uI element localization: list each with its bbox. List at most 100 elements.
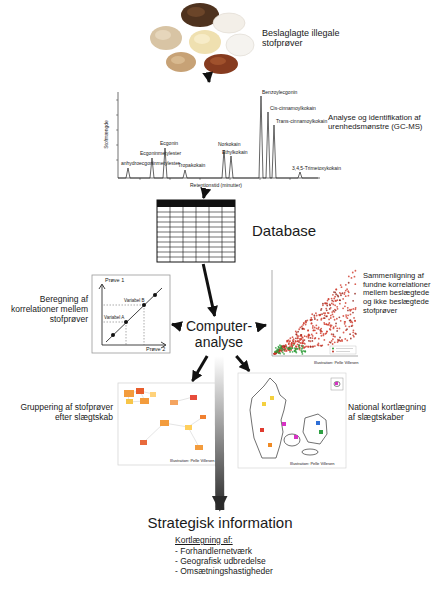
scatter-point	[354, 276, 356, 278]
scatter-point	[334, 296, 336, 298]
scatter-point	[305, 320, 307, 322]
powder-photo-part	[150, 26, 182, 50]
denmark-map-part	[319, 430, 323, 434]
scatter-point	[352, 308, 354, 310]
scatter-point	[316, 319, 318, 321]
node-body: Kortlægning af:	[175, 536, 315, 546]
powder-photo-part	[155, 30, 171, 40]
scatter-point	[352, 300, 354, 302]
scatter-point	[311, 313, 313, 315]
scatter-point	[310, 319, 312, 321]
scatter-point	[347, 307, 349, 309]
scatter-point	[316, 332, 318, 334]
scatter-point	[301, 348, 303, 350]
scatter-point	[328, 298, 330, 300]
scatter-point	[320, 335, 322, 337]
scatter-point	[345, 314, 347, 316]
scatter-point	[292, 351, 294, 353]
denmark-map-part	[238, 373, 346, 468]
scatter-point	[311, 340, 313, 342]
scatter-plot-part	[332, 351, 334, 353]
scatter-point	[353, 317, 355, 319]
scatter-point	[281, 349, 283, 351]
scatter-point	[278, 352, 280, 354]
scatter-point	[339, 328, 341, 330]
scatter-point	[312, 325, 314, 327]
scatter-point	[293, 350, 295, 352]
scatter-point	[326, 309, 328, 311]
peak-label: Ecgonin	[160, 141, 178, 146]
peak-label: Trans-cinnamoylkokain	[276, 119, 327, 124]
scatter-point	[327, 324, 329, 326]
chromatogram-panel: Analyse og identifikation af urenhedsmøn…	[110, 84, 325, 190]
scatter-point	[334, 309, 336, 311]
scatter-point	[291, 346, 293, 348]
grouping-panel-part	[185, 425, 192, 430]
scatter-point	[325, 333, 327, 335]
scatter-point	[337, 308, 339, 310]
node-title: Strategisk information	[120, 514, 320, 531]
scatter-point	[303, 328, 305, 330]
scatter-point	[292, 336, 294, 338]
scatter-point	[312, 329, 314, 331]
grouping-panel-part	[160, 420, 169, 426]
scatter-point	[340, 284, 342, 286]
denmark-map-part	[334, 382, 340, 387]
scatter-point	[331, 311, 333, 313]
scatter-point	[343, 332, 345, 334]
scatter-point	[314, 327, 316, 329]
scatter-plot-part	[330, 346, 356, 354]
node-body: - Geografisk udbredelse	[175, 557, 315, 567]
node-body: - Forhandlernetværk	[175, 547, 315, 557]
correlation-panel: Beregning af korrelationer mellem stofpr…	[92, 275, 170, 353]
scatter-point	[308, 334, 310, 336]
correlation-plot-part	[111, 333, 115, 337]
scatter-point	[319, 315, 321, 317]
scatter-point	[327, 344, 329, 346]
scatter-point	[299, 345, 301, 347]
denmark-map-part	[250, 378, 286, 458]
scatter-point	[292, 340, 294, 342]
scatter-point	[344, 321, 346, 323]
scatter-point	[308, 340, 310, 342]
flow-arrow	[258, 325, 266, 327]
scatter-point	[308, 333, 310, 335]
scatter-point	[277, 346, 279, 348]
scatter-point	[295, 337, 297, 339]
scatter-point	[344, 305, 346, 307]
comparison-panel: Sammenligning af fundne korrelationer me…	[268, 268, 360, 360]
scatter-point	[303, 322, 305, 324]
scatter-point	[333, 326, 335, 328]
scatter-point	[352, 329, 354, 331]
scatter-point	[286, 347, 288, 349]
scatter-point	[294, 350, 296, 352]
scatter-point	[323, 312, 325, 314]
scatter-point	[307, 346, 309, 348]
scatter-point	[332, 334, 334, 336]
scatter-point	[277, 349, 279, 351]
scatter-point	[351, 325, 353, 327]
credit-note: Illustration: Pelle Villesen	[290, 462, 334, 466]
scatter-point	[330, 307, 332, 309]
scatter-point	[330, 342, 332, 344]
scatter-point	[283, 353, 285, 355]
scatter-point	[318, 345, 320, 347]
scatter-point	[297, 337, 299, 339]
scatter-point	[346, 328, 348, 330]
flow-arrow	[172, 324, 180, 326]
scatter-point	[333, 304, 335, 306]
scatter-point	[334, 304, 336, 306]
scatter-point	[285, 348, 287, 350]
scatter-point	[297, 337, 299, 339]
scatter-point	[346, 288, 348, 290]
flow-arrow	[207, 76, 211, 82]
sample-photo: Beslaglagte illegale stofprøver	[150, 2, 255, 74]
scatter-point	[346, 317, 348, 319]
scatter-point	[336, 318, 338, 320]
chromatogram	[116, 92, 320, 180]
denmark-map-part	[268, 443, 272, 447]
scatter-point	[307, 330, 309, 332]
scatter-point	[347, 295, 349, 297]
scatter-point	[345, 295, 347, 297]
